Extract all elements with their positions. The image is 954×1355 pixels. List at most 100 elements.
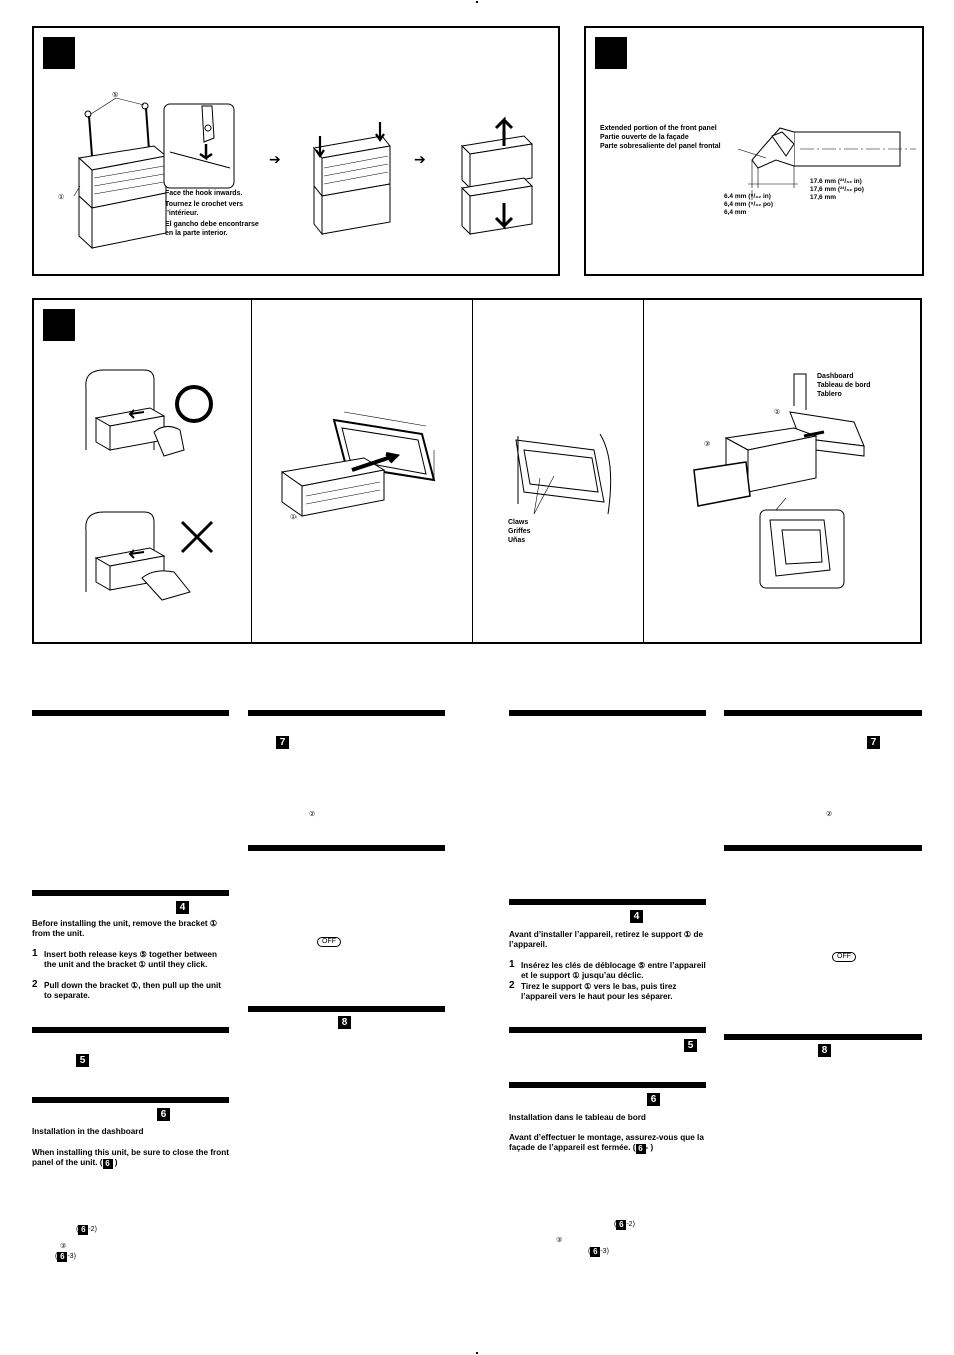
step-2-text-fr: Tirez le support ① vers le bas, puis tir… [521, 982, 677, 1001]
circled-2-fr: ② [826, 811, 833, 818]
ref-6-2-post-en: -2) [88, 1226, 97, 1233]
dashboard-install-title-fr: Installation dans le tableau de bord [509, 1113, 646, 1122]
step-1-en: 1 Insert both release keys ⑤ together be… [32, 948, 229, 970]
ref-6-3-pre-fr: ( [588, 1248, 591, 1255]
section-rule-fr-5 [509, 1027, 706, 1033]
section-rule-fr-d3 [724, 1034, 922, 1040]
figure-ref-5-en: 5 [76, 1054, 89, 1067]
off-key-en: OFF [317, 937, 341, 947]
dim-6-4-po: 6,4 mm (⁹/₃₂ po) [724, 201, 774, 208]
callout-frame-panel-4: ③ [704, 441, 711, 448]
step-2-number-fr: 2 [509, 980, 515, 991]
section-rule-en-6 [32, 1097, 229, 1103]
dashboard-note-text-fr: Avant d’effectuer le montage, assurez-vo… [509, 1133, 704, 1152]
section-rule-en-5 [32, 1027, 229, 1033]
dashboard-note-ref-fr: 6 [635, 1144, 646, 1154]
section-rule-fr-6 [509, 1082, 706, 1088]
extended-portion-label: Extended portion of the front panel Part… [600, 124, 760, 151]
step-2-en: 2 Pull down the bracket ①, then pull up … [32, 979, 229, 1001]
ref-6-2-badge-en: 6 [78, 1225, 89, 1235]
dashboard-install-note-fr: Avant d’effectuer le montage, assurez-vo… [509, 1133, 706, 1154]
crop-mark-top [476, 1, 478, 3]
dashboard-note-ref-en: 6 [102, 1159, 113, 1169]
step-2-number-en: 2 [32, 979, 38, 990]
dashboard-label: Dashboard Tableau de bord Tablero [817, 372, 871, 399]
dim-17-6-es: 17,6 mm [810, 194, 837, 201]
arrow-step-2: ➔ [414, 152, 426, 168]
remove-bracket-intro-fr: Avant d’installer l’appareil, retirez le… [509, 930, 704, 949]
off-key-fr: OFF [832, 952, 856, 962]
panel-divider-3 [643, 300, 644, 642]
dim-6-4-es: 6,4 mm [724, 209, 747, 216]
callout-release-keys: ⑤ [112, 92, 119, 99]
ref-6-2-en: (6-2) [76, 1224, 97, 1235]
dashboard-en: Dashboard [817, 373, 854, 380]
ref-6-2-pre-fr: ( [614, 1221, 617, 1228]
figure-ref-4-fr: 4 [630, 910, 643, 923]
figure-ref-6-fr: 6 [647, 1093, 660, 1106]
panel-divider-1 [251, 300, 252, 642]
figure-ref-7-fr: 7 [867, 736, 880, 749]
remove-bracket-intro-en: Before installing the unit, remove the b… [32, 919, 218, 938]
claws-es: Uñas [508, 537, 526, 544]
figure-number-block [595, 37, 627, 69]
section-rule-en-a1 [32, 710, 229, 716]
ref-6-2-fr: (6-2) [614, 1219, 635, 1230]
hook-caption-en: Face the hook inwards. [165, 190, 243, 197]
dashboard-note-end-en: ) [112, 1158, 118, 1167]
ref-6-2-badge-fr: 6 [616, 1220, 627, 1230]
dim-6-4-in: 6.4 mm (⁹/₃₂ in) [724, 193, 771, 200]
extended-portion-es: Parte sobresaliente del panel frontal [600, 143, 721, 150]
figure-ref-7-en: 7 [276, 736, 289, 749]
figure-panel-bracket-removal: ⑤ ① ➔ ➔ Face the hook inwards. Tournez l… [32, 26, 560, 276]
figure-number-block [43, 309, 75, 341]
hook-caption-fr-1: Tournez le crochet vers [165, 201, 244, 208]
section-rule-en-remove [32, 890, 229, 896]
step-2-fr: 2 Tirez le support ① vers le bas, puis t… [509, 980, 706, 1002]
figure-ref-4-en: 4 [176, 901, 189, 914]
ref-6-3-post-fr: -3) [600, 1248, 609, 1255]
step-2-text-en: Pull down the bracket ①, then pull up th… [44, 981, 222, 1000]
installation-drawings [85, 369, 865, 601]
circled-2-en: ② [309, 811, 316, 818]
hook-caption-es-1: El gancho debe encontrarse [165, 221, 259, 228]
section-rule-en-b3 [248, 1006, 445, 1012]
ref-circled-3-fr: ③ [556, 1237, 563, 1244]
dim-17-6-po: 17,6 mm (²³/₃₂ po) [810, 186, 864, 193]
section-rule-fr-d2 [724, 845, 922, 851]
section-rule-fr-d1 [724, 710, 922, 716]
claws-en: Claws [508, 519, 529, 526]
ref-6-3-badge-fr: 6 [590, 1247, 601, 1257]
claws-label: Claws Griffes Uñas [508, 518, 531, 545]
figure-ref-8-en: 8 [338, 1016, 351, 1029]
section-rule-fr-c1 [509, 710, 706, 716]
crop-mark-bottom [476, 1352, 478, 1354]
arrow-step-1: ➔ [269, 152, 281, 168]
claws-fr: Griffes [508, 528, 531, 535]
dim-17-6-in: 17.6 mm (²³/₃₂ in) [810, 178, 862, 185]
step-1-text-en: Insert both release keys ⑤ together betw… [44, 950, 217, 969]
dashboard-install-title-en: Installation in the dashboard [32, 1127, 144, 1136]
dashboard-install-note-en: When installing this unit, be sure to cl… [32, 1148, 229, 1169]
figure-panel-dashboard-installation: ① Claws Griffes Uñas Dashboard Tableau d… [32, 298, 922, 644]
callout-bracket: ① [58, 194, 65, 201]
section-rule-fr-remove [509, 899, 706, 905]
step-1-number-en: 1 [32, 948, 38, 959]
callout-bracket-panel-2: ① [290, 514, 297, 521]
extended-portion-fr: Partie ouverte de la façade [600, 134, 689, 141]
dashboard-note-end-fr: - ) [645, 1143, 654, 1152]
step-1-text-fr: Insérez les clés de déblocage ⑤ entre l’… [521, 961, 706, 980]
front-panel-side-view-drawing [737, 127, 916, 200]
dimension-17-6mm: 17.6 mm (²³/₃₂ in) 17,6 mm (²³/₃₂ po) 17… [810, 178, 864, 202]
hook-caption-es-2: en la parte interior. [165, 230, 228, 237]
figure-panel-front-panel-clearance: Extended portion of the front panel Part… [584, 26, 924, 276]
section-rule-en-b2 [248, 845, 445, 851]
section-rule-en-b1 [248, 710, 445, 716]
figure-number-block [43, 37, 75, 69]
figure-ref-6-en: 6 [157, 1108, 170, 1121]
ref-circled-3-en: ③ [60, 1243, 67, 1250]
ref-6-3-fr: (6-3) [588, 1246, 609, 1257]
ref-6-2-pre-en: ( [76, 1226, 79, 1233]
ref-6-3-en: (6-3) [55, 1251, 76, 1262]
ref-6-3-post-en: -3) [67, 1253, 76, 1260]
